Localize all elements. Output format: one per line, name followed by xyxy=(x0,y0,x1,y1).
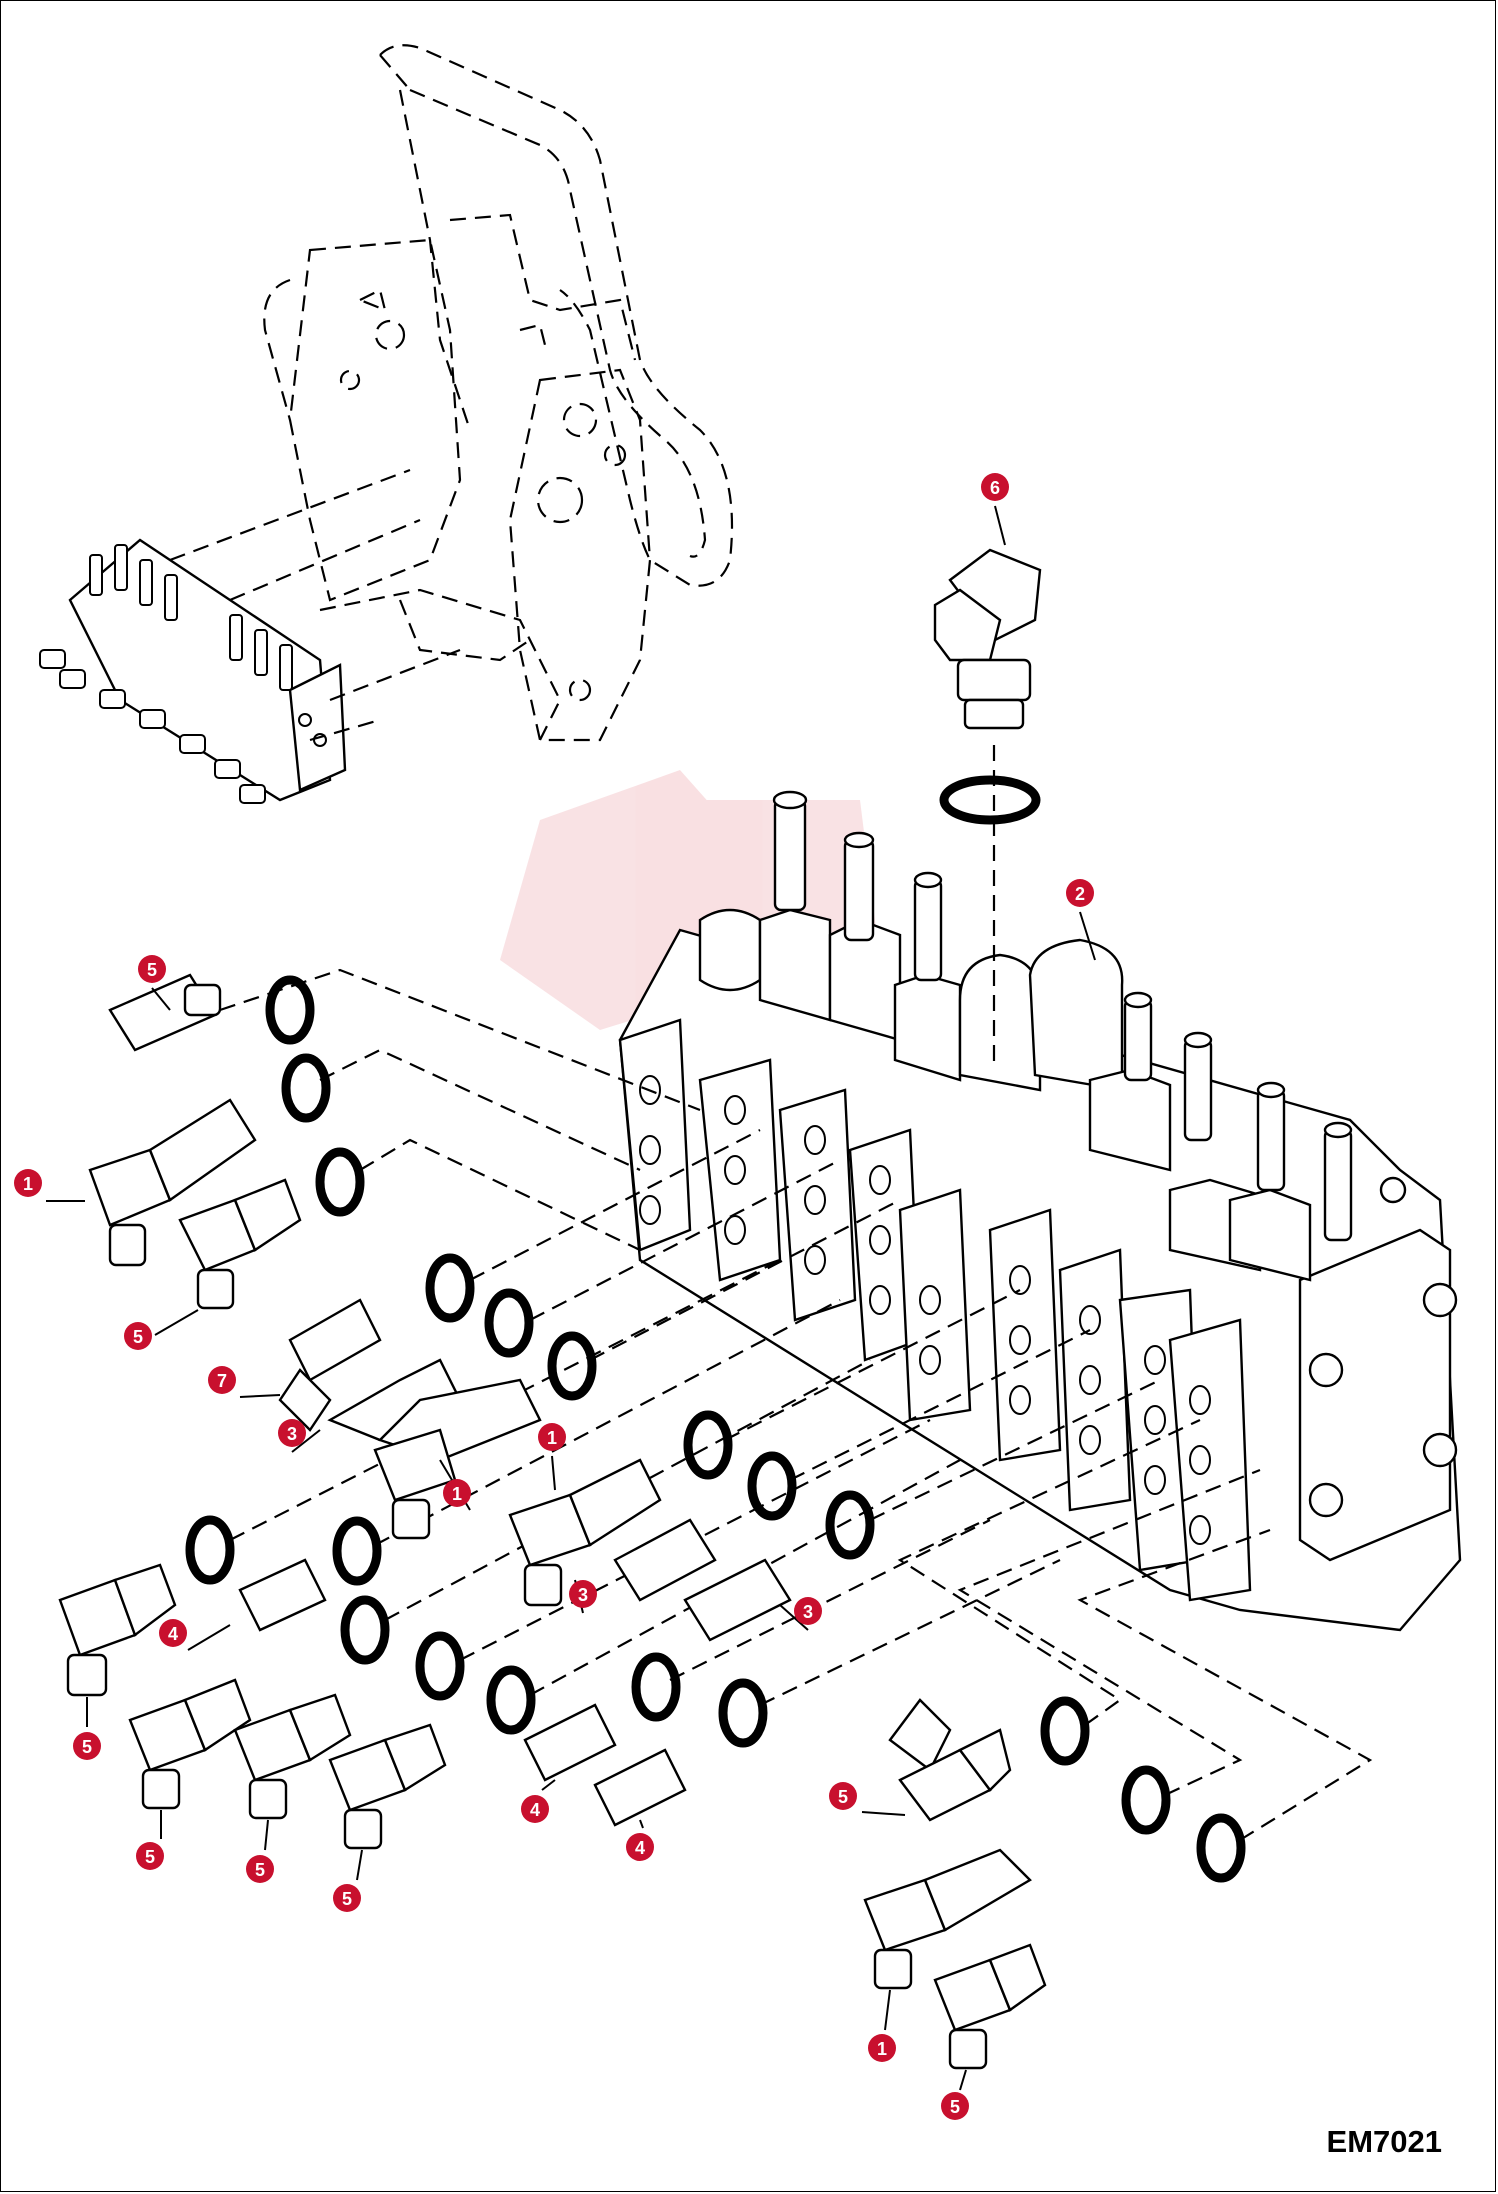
svg-text:5: 5 xyxy=(838,1787,848,1807)
callout-5: 5 xyxy=(138,955,171,1011)
callout-5: 5 xyxy=(136,1810,164,1870)
callout-4: 4 xyxy=(159,1619,231,1651)
svg-text:2: 2 xyxy=(1075,884,1085,904)
callout-6: 6 xyxy=(981,473,1009,546)
svg-text:4: 4 xyxy=(530,1800,540,1820)
svg-text:3: 3 xyxy=(803,1602,813,1622)
callout-2: 2 xyxy=(1066,879,1096,961)
callout-5: 5 xyxy=(73,1697,101,1760)
o-ring-6 xyxy=(939,775,1041,825)
callout-5: 5 xyxy=(333,1849,363,1912)
callout-1: 1 xyxy=(538,1423,566,1491)
svg-text:7: 7 xyxy=(217,1371,227,1391)
overview-valve-assembly xyxy=(39,468,461,804)
o-rings xyxy=(185,975,1246,1883)
svg-text:5: 5 xyxy=(147,960,157,980)
svg-text:1: 1 xyxy=(452,1484,462,1504)
svg-text:5: 5 xyxy=(82,1737,92,1757)
svg-text:5: 5 xyxy=(145,1847,155,1867)
machine-frame-outline xyxy=(263,44,734,742)
callout-3: 3 xyxy=(779,1597,822,1631)
callout-5: 5 xyxy=(829,1782,906,1816)
callouts: 6 2 5 1 5 7 3 1 1 3 3 4 5 5 5 5 4 4 5 1 … xyxy=(14,473,1096,2120)
callout-5: 5 xyxy=(941,2069,969,2120)
svg-text:3: 3 xyxy=(287,1424,297,1444)
svg-text:4: 4 xyxy=(635,1838,645,1858)
main-control-valve xyxy=(618,790,1462,1632)
callout-5: 5 xyxy=(124,1309,199,1350)
svg-text:1: 1 xyxy=(23,1174,33,1194)
svg-text:1: 1 xyxy=(547,1428,557,1448)
svg-text:5: 5 xyxy=(342,1889,352,1909)
callout-4: 4 xyxy=(521,1779,556,1823)
svg-text:5: 5 xyxy=(133,1327,143,1347)
svg-text:5: 5 xyxy=(255,1860,265,1880)
callout-4: 4 xyxy=(626,1819,654,1861)
svg-text:3: 3 xyxy=(578,1585,588,1605)
drawing-code: EM7021 xyxy=(1326,2124,1442,2159)
svg-text:1: 1 xyxy=(877,2039,887,2059)
adapter-fitting-6 xyxy=(933,548,1042,730)
svg-text:6: 6 xyxy=(990,478,1000,498)
callout-5: 5 xyxy=(246,1819,274,1883)
callout-1: 1 xyxy=(439,1459,471,1511)
fittings xyxy=(58,973,1047,2070)
callout-3: 3 xyxy=(569,1579,597,1614)
callout-3: 3 xyxy=(278,1419,321,1453)
callout-7: 7 xyxy=(208,1366,281,1398)
svg-text:4: 4 xyxy=(168,1624,178,1644)
callout-1: 1 xyxy=(868,1989,896,2062)
svg-text:5: 5 xyxy=(950,2097,960,2117)
callout-1: 1 xyxy=(14,1169,85,1202)
